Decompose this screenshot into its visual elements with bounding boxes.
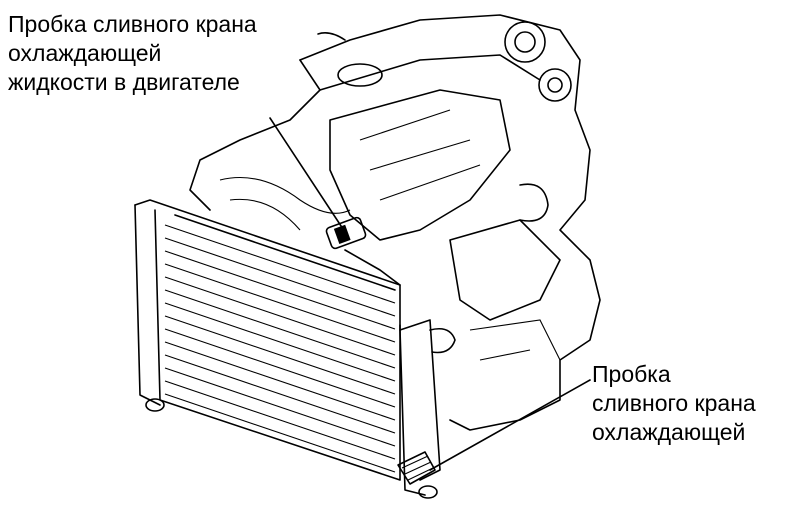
- radiator-fin: [164, 393, 396, 473]
- radiator-fin: [164, 354, 396, 434]
- radiator-fin: [164, 237, 396, 317]
- label-line: сливного крана: [592, 390, 756, 416]
- label-line: Пробка сливного крана: [8, 11, 257, 37]
- label-line: охлаждающей: [8, 40, 162, 66]
- radiator-fin: [164, 302, 396, 382]
- engine-drain-plug-label: Пробка сливного крана охлаждающей жидкос…: [8, 10, 257, 97]
- radiator: [134, 199, 456, 499]
- radiator-fin: [164, 276, 396, 356]
- radiator-fin: [164, 250, 396, 330]
- engine-outline: [189, 14, 601, 431]
- radiator-drain-plug: [397, 451, 436, 485]
- radiator-fin: [164, 224, 396, 304]
- radiator-fin: [164, 263, 396, 343]
- radiator-fin: [164, 315, 396, 395]
- radiator-fin: [164, 367, 396, 447]
- label-line: охлаждающей: [592, 419, 746, 445]
- label-line: Пробка: [592, 361, 671, 387]
- leader-lines: [269, 32, 591, 471]
- radiator-fin: [164, 380, 396, 460]
- label-line: жидкости в двигателе: [8, 69, 240, 95]
- engine-drain-plug: [325, 216, 401, 286]
- radiator-fin: [164, 289, 396, 369]
- radiator-fin: [164, 328, 396, 408]
- radiator-fin: [164, 341, 396, 421]
- radiator-drain-plug-label: Пробка сливного крана охлаждающей: [592, 360, 756, 447]
